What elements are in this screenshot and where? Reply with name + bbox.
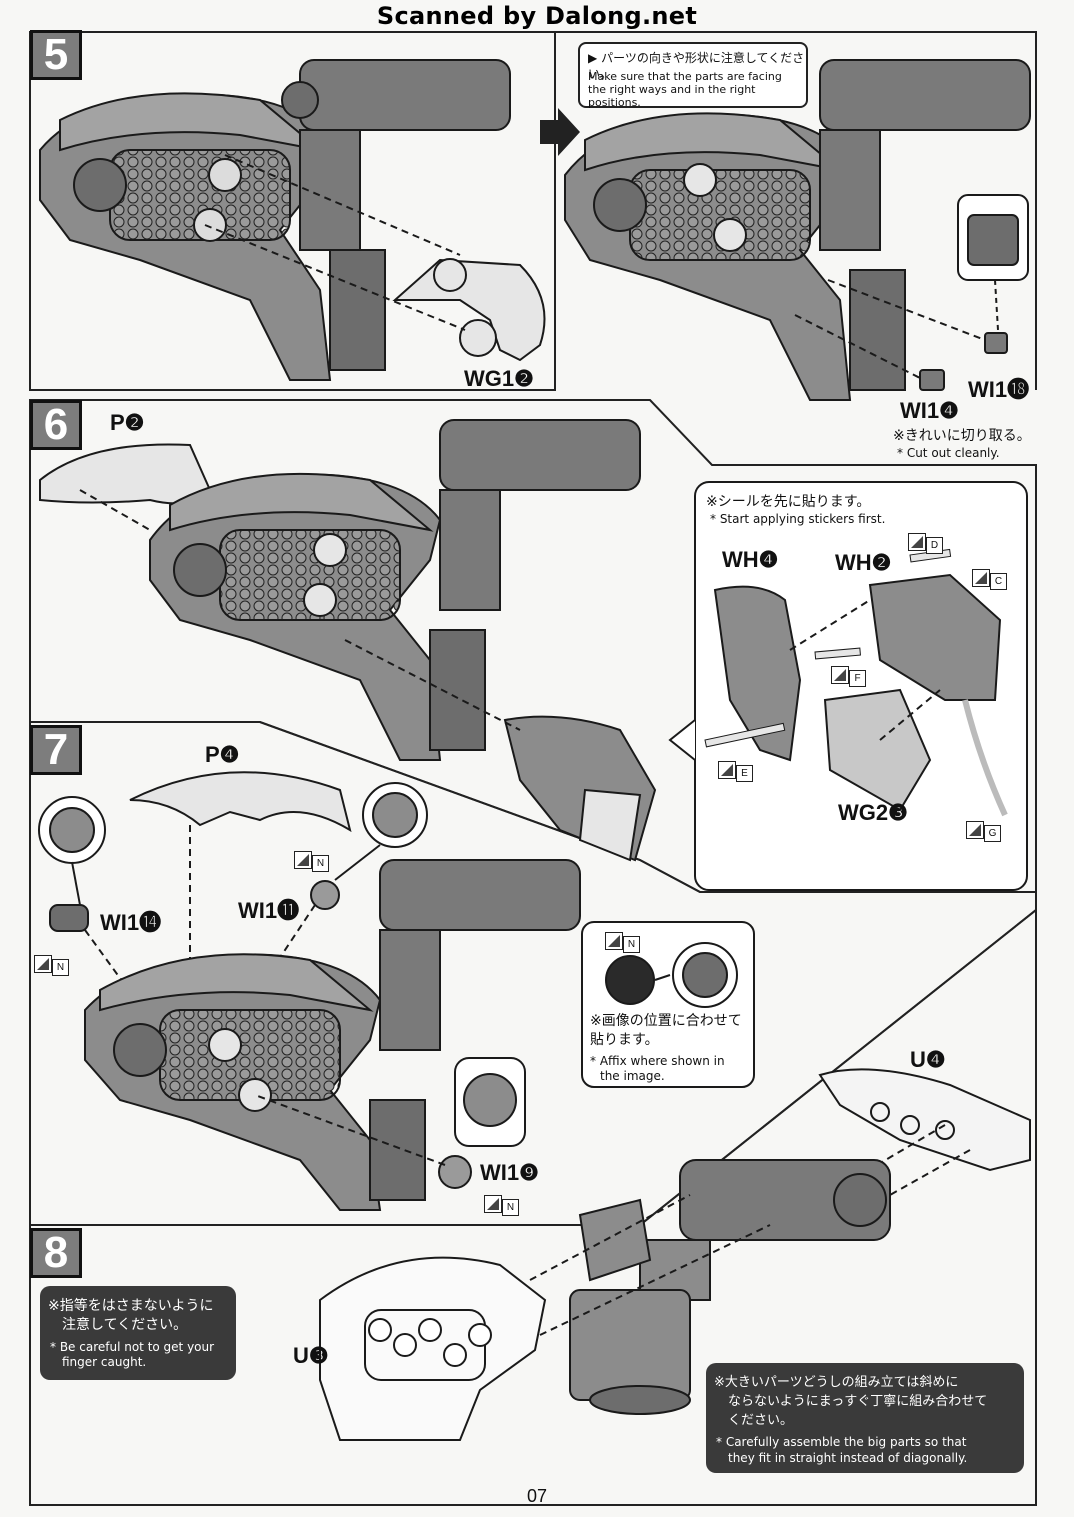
label-p4: P❹ (205, 742, 240, 767)
wg2-3-part (823, 688, 932, 812)
label-wh4: WH❹ (722, 547, 779, 572)
label-u4: U❹ (910, 1047, 946, 1072)
step-number-7: 7 (30, 725, 82, 775)
finger-warning-jp-1: ※指等をはさまないように (48, 1298, 214, 1314)
step8-unit (569, 1159, 891, 1415)
label-wi1-9: WI1❾ (480, 1160, 539, 1185)
step5-left-unit (39, 59, 511, 381)
sticker-tag-d: D (908, 533, 943, 554)
sticker-tag-n-wi11: N (294, 851, 329, 872)
finger-warning-en-1: * Be careful not to get your (50, 1340, 215, 1354)
finger-warning-jp-2: 注意してください。 (62, 1317, 188, 1333)
label-wi1-14: WI1⓮ (100, 910, 162, 935)
sticker-sheet-icon (294, 851, 312, 869)
step-number-6: 6 (30, 400, 82, 450)
sticker-tag-f: F (831, 666, 866, 687)
sticker-first-en: * Start applying stickers first. (710, 512, 886, 526)
big-parts-jp-1: ※大きいパーツどうしの組み立ては斜めに (714, 1375, 959, 1390)
finger-warning-box: ※指等をはさまないように 注意してください。 * Be careful not … (40, 1286, 236, 1380)
step8-frame (29, 907, 1037, 1506)
wg1-clear-part (392, 258, 546, 362)
wh2-part (868, 573, 1002, 701)
step5-right-unit (564, 59, 1031, 401)
label-p2: P❷ (110, 410, 145, 435)
sticker-tag-n-wi14: N (34, 955, 69, 976)
finger-warning-en-2: finger caught. (62, 1355, 147, 1369)
step6-unit (149, 419, 641, 761)
step5-left-guides (204, 154, 466, 331)
label-wi1-18: WI1⓲ (968, 377, 1030, 402)
step5-left-frame (29, 31, 556, 391)
sticker-tag-e: E (718, 761, 753, 782)
step7-unit (84, 859, 581, 1211)
u3-clear-shell (319, 1256, 547, 1441)
step-number-5: 5 (30, 30, 82, 80)
u4-clear-part (818, 1068, 1031, 1172)
step5-right-frame (555, 31, 1037, 390)
label-u3: U❸ (293, 1343, 329, 1368)
wi11-part (310, 880, 340, 910)
sticker-sheet-icon (972, 569, 990, 587)
next-arrow-icon (540, 108, 580, 156)
label-wg2-3: WG2❸ (838, 800, 908, 825)
big-parts-jp-2: ならないようにまっすぐ丁寧に組み合わせて (728, 1394, 988, 1409)
big-parts-en-1: * Carefully assemble the big parts so th… (716, 1435, 967, 1449)
label-wi1-4: WI1❹ (900, 398, 959, 423)
big-parts-jp-3: ください。 (728, 1413, 794, 1428)
scan-credit-banner: Scanned by Dalong.net (376, 2, 698, 30)
big-parts-warning-box: ※大きいパーツどうしの組み立ては斜めに ならないようにまっすぐ丁寧に組み合わせて… (706, 1363, 1024, 1473)
wi9-part (438, 1155, 472, 1189)
sticker-tag-n-callout: N (605, 932, 640, 953)
sticker-sheet-icon (484, 1195, 502, 1213)
affix-note-jp-2: 貼ります。 (590, 1032, 659, 1048)
big-parts-en-2: they fit in straight instead of diagonal… (728, 1451, 968, 1465)
step-number-8: 8 (30, 1228, 82, 1278)
orientation-note-en: Make sure that the parts are facing the … (588, 70, 782, 109)
wi14-part (49, 904, 89, 932)
p4-clear-part (129, 771, 352, 833)
label-wg1-2: WG1❷ (464, 366, 534, 391)
pointer-icon: ▶ (588, 51, 598, 65)
affix-note-en-2: the image. (600, 1069, 665, 1083)
cut-cleanly-jp: ※きれいに切り取る。 (893, 428, 1031, 444)
affix-note-en-1: * Affix where shown in (590, 1054, 725, 1068)
orientation-note-box: ▶ パーツの向きや形状に注意してください。 Make sure that the… (578, 42, 808, 109)
page-number: 07 (526, 1486, 548, 1506)
wi1-small-parts (919, 332, 1008, 391)
sticker-sheet-icon (966, 821, 984, 839)
sticker-tag-g: G (966, 821, 1001, 842)
orientation-note-jp: パーツの向きや形状に注意してください。 (588, 51, 805, 81)
affix-note-jp-1: ※画像の位置に合わせて (590, 1013, 742, 1029)
label-wi1-11: WI1⓫ (238, 898, 300, 923)
sticker-sheet-icon (34, 955, 52, 973)
step5-right-guides (794, 279, 986, 379)
sticker-sheet-icon (831, 666, 849, 684)
step6-shield-assembly (503, 715, 657, 862)
sticker-tag-n-wi9: N (484, 1195, 519, 1216)
sticker-sheet-icon (908, 533, 926, 551)
sticker-tag-c: C (972, 569, 1007, 590)
sticker-sheet-icon (718, 761, 736, 779)
cut-cleanly-en: * Cut out cleanly. (897, 446, 1000, 460)
sticker-sheet-icon (605, 932, 623, 950)
sticker-first-jp: ※シールを先に貼ります。 (706, 494, 871, 510)
wh4-part (713, 585, 802, 762)
label-wh2: WH❷ (835, 550, 892, 575)
